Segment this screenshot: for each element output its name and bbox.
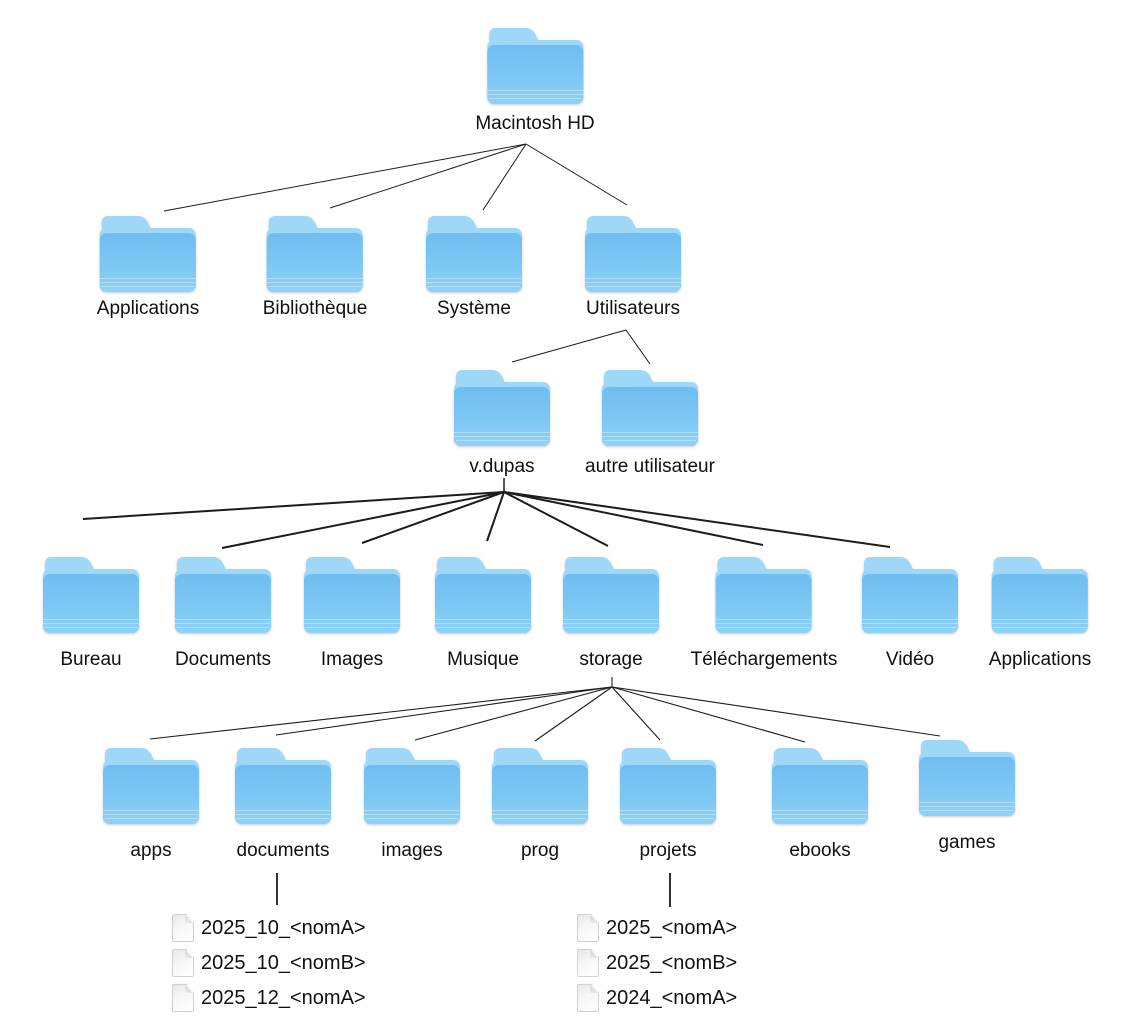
folder-node-applications-home: Applications [989, 557, 1091, 671]
folder-label: prog [520, 840, 560, 861]
folder-label: Bibliothèque [262, 298, 368, 319]
folder-icon [991, 557, 1088, 633]
folder-label: Applications [96, 298, 200, 319]
folder-node-ebooks: ebooks [772, 748, 868, 862]
folder-node-applications: Applications [97, 216, 199, 320]
file-label: 2024_<nomA> [606, 987, 738, 1009]
folder-label: games [938, 832, 996, 853]
folder-node-video: Vidéo [862, 557, 958, 671]
folder-node-images-storage: images [364, 748, 460, 862]
folder-icon [715, 557, 812, 633]
file-item-documents-2: 2025_10_<nomB> [172, 949, 366, 977]
folder-icon [99, 216, 196, 292]
file-label: 2025_10_<nomB> [201, 952, 366, 974]
edges-file-lists [276, 873, 671, 907]
edges-utilisateurs-children [511, 329, 651, 365]
folder-icon [103, 748, 199, 824]
folder-label: Applications [988, 649, 1092, 670]
folder-node-storage: storage [563, 557, 659, 671]
folder-icon [620, 748, 716, 824]
folder-label: ebooks [789, 840, 851, 861]
edges-vdupas-children [82, 478, 891, 549]
folder-label: Macintosh HD [475, 113, 595, 134]
folder-icon [862, 557, 958, 633]
folder-icon [364, 748, 460, 824]
document-icon [172, 949, 194, 977]
folder-icon [602, 370, 698, 446]
folder-label: projets [639, 840, 697, 861]
folder-icon [426, 216, 522, 292]
folder-node-documents-storage: documents [235, 748, 331, 862]
folder-label: Images [320, 649, 384, 670]
folder-label: documents [236, 840, 330, 861]
folder-node-telechargements: Téléchargements [690, 557, 838, 671]
file-item-documents-1: 2025_10_<nomA> [172, 914, 366, 942]
document-icon [577, 949, 599, 977]
folder-node-v-dupas: v.dupas [454, 370, 550, 478]
folder-icon [486, 28, 583, 104]
folder-node-macintosh-hd: Macintosh HD [475, 28, 595, 135]
folder-label: Vidéo [885, 649, 935, 670]
document-icon [577, 984, 599, 1012]
file-label: 2025_10_<nomA> [201, 917, 366, 939]
folder-icon [772, 748, 868, 824]
folder-icon [43, 557, 139, 633]
folder-node-bureau: Bureau [43, 557, 139, 671]
file-label: 2025_<nomB> [606, 952, 738, 974]
edges-storage-children [149, 677, 941, 743]
folder-node-games: games [919, 740, 1015, 854]
folder-icon [919, 740, 1015, 816]
folder-label: storage [579, 649, 643, 670]
folder-icon [174, 557, 271, 633]
folder-label: Musique [447, 649, 519, 670]
file-label: 2025_12_<nomA> [201, 987, 366, 1009]
file-item-projets-3: 2024_<nomA> [577, 984, 737, 1012]
folder-node-documents-home: Documents [175, 557, 271, 671]
folder-node-projets: projets [620, 748, 716, 862]
folder-icon [585, 216, 681, 292]
folder-icon [235, 748, 331, 824]
folder-icon [304, 557, 400, 633]
folder-node-systeme: Système [426, 216, 522, 320]
folder-label: Bureau [60, 649, 122, 670]
folder-label: v.dupas [469, 456, 535, 477]
folder-icon [267, 216, 363, 292]
folder-label: Documents [174, 649, 272, 670]
folder-node-autre-utilisateur: autre utilisateur [585, 370, 715, 478]
folder-label: Utilisateurs [586, 298, 680, 319]
file-item-documents-3: 2025_12_<nomA> [172, 984, 366, 1012]
folder-node-musique: Musique [435, 557, 531, 671]
folder-label: apps [130, 840, 172, 861]
file-item-projets-2: 2025_<nomB> [577, 949, 737, 977]
folder-node-prog: prog [492, 748, 588, 862]
folder-label: Système [437, 298, 511, 319]
folder-label: images [381, 840, 443, 861]
edges-macintosh-hd-children [163, 143, 628, 212]
folder-icon [492, 748, 588, 824]
folder-node-images-home: Images [304, 557, 400, 671]
folder-node-apps: apps [103, 748, 199, 862]
folder-node-bibliotheque: Bibliothèque [262, 216, 368, 320]
folder-icon [454, 370, 550, 446]
file-item-projets-1: 2025_<nomA> [577, 914, 737, 942]
file-label: 2025_<nomA> [606, 917, 738, 939]
folder-label: autre utilisateur [585, 456, 715, 477]
folder-node-utilisateurs: Utilisateurs [585, 216, 681, 320]
folder-label: Téléchargements [690, 649, 838, 670]
document-icon [172, 984, 194, 1012]
folder-icon [563, 557, 659, 633]
document-icon [577, 914, 599, 942]
folder-icon [435, 557, 531, 633]
document-icon [172, 914, 194, 942]
